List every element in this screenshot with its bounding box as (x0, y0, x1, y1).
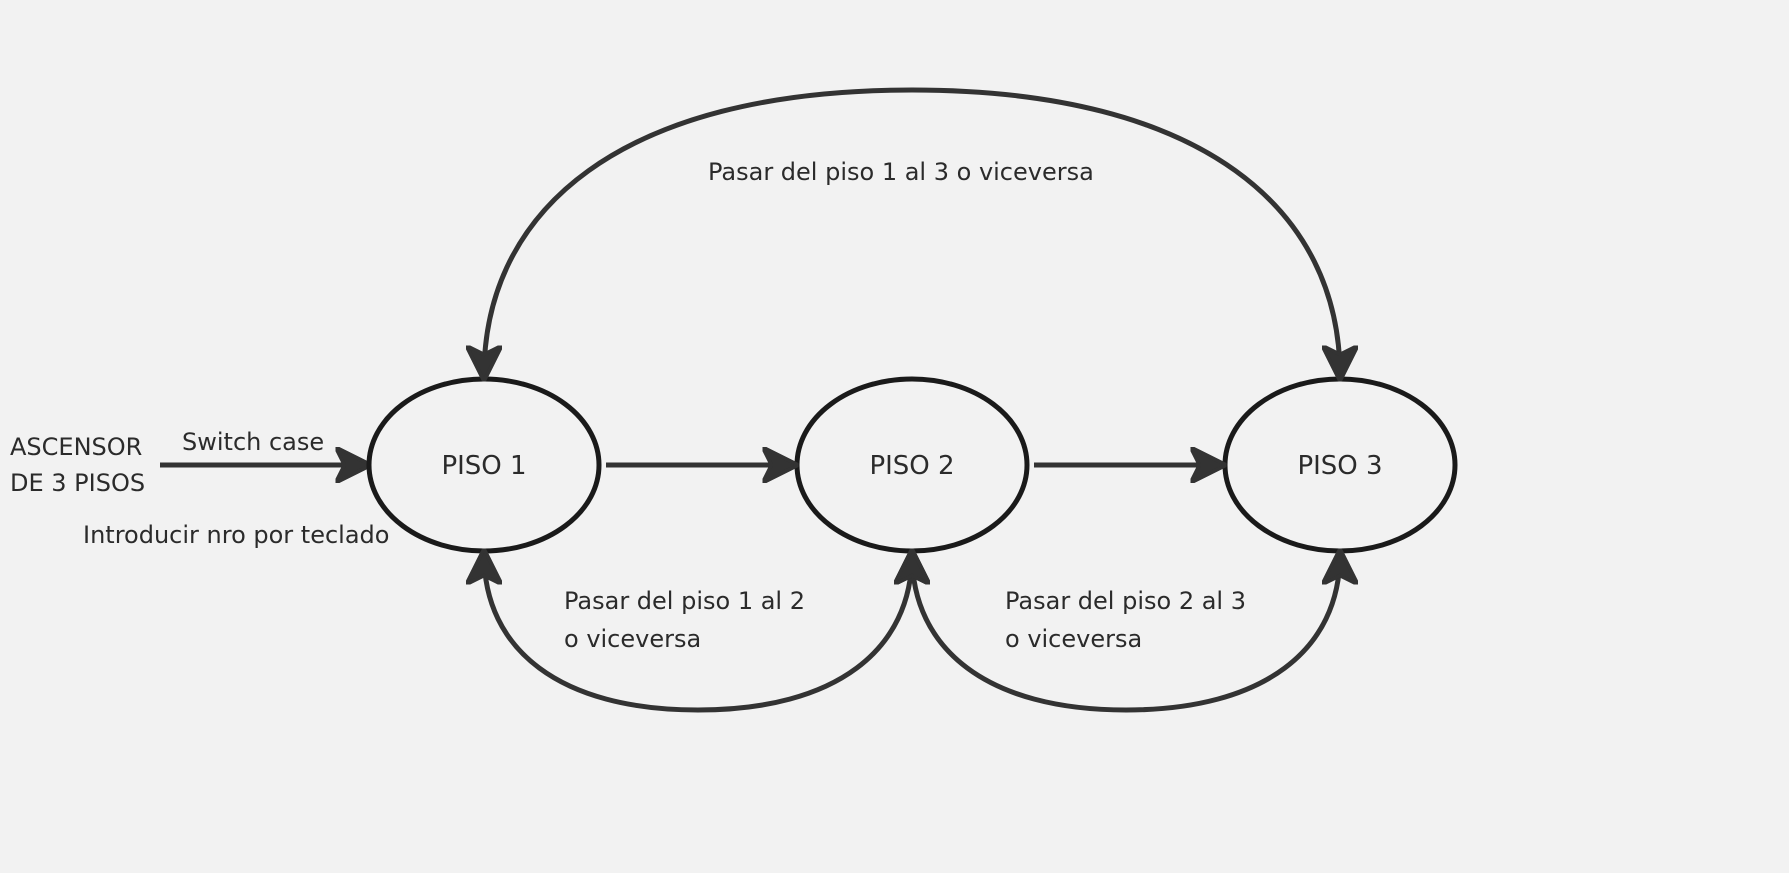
node-piso-3: PISO 3 (1222, 376, 1458, 554)
transition-label-1-2-line-2: o viceversa (564, 625, 701, 653)
transition-label-2-3-line-1: Pasar del piso 2 al 3 (1005, 587, 1246, 615)
node-piso-2: PISO 2 (794, 376, 1030, 554)
transition-arrow-2-3-bidirectional (912, 554, 1340, 713)
diagram-title-line-2: DE 3 PISOS (10, 469, 145, 497)
node-piso-1: PISO 1 (366, 376, 602, 554)
entry-arrow-label: Switch case (182, 428, 324, 456)
transition-label-1-3: Pasar del piso 1 al 3 o viceversa (708, 158, 1094, 186)
node-piso-2-label: PISO 2 (869, 451, 954, 481)
node-piso-1-label: PISO 1 (441, 451, 526, 481)
node-piso-3-label: PISO 3 (1297, 451, 1382, 481)
transition-arrow-1-2-bidirectional (484, 554, 912, 713)
transition-arrow-1-3-bidirectional (484, 87, 1340, 376)
transition-label-1-2-line-1: Pasar del piso 1 al 2 (564, 587, 805, 615)
entry-note: Introducir nro por teclado (83, 521, 389, 549)
transition-label-2-3-line-2: o viceversa (1005, 625, 1142, 653)
diagram-title-line-1: ASCENSOR (10, 433, 142, 461)
